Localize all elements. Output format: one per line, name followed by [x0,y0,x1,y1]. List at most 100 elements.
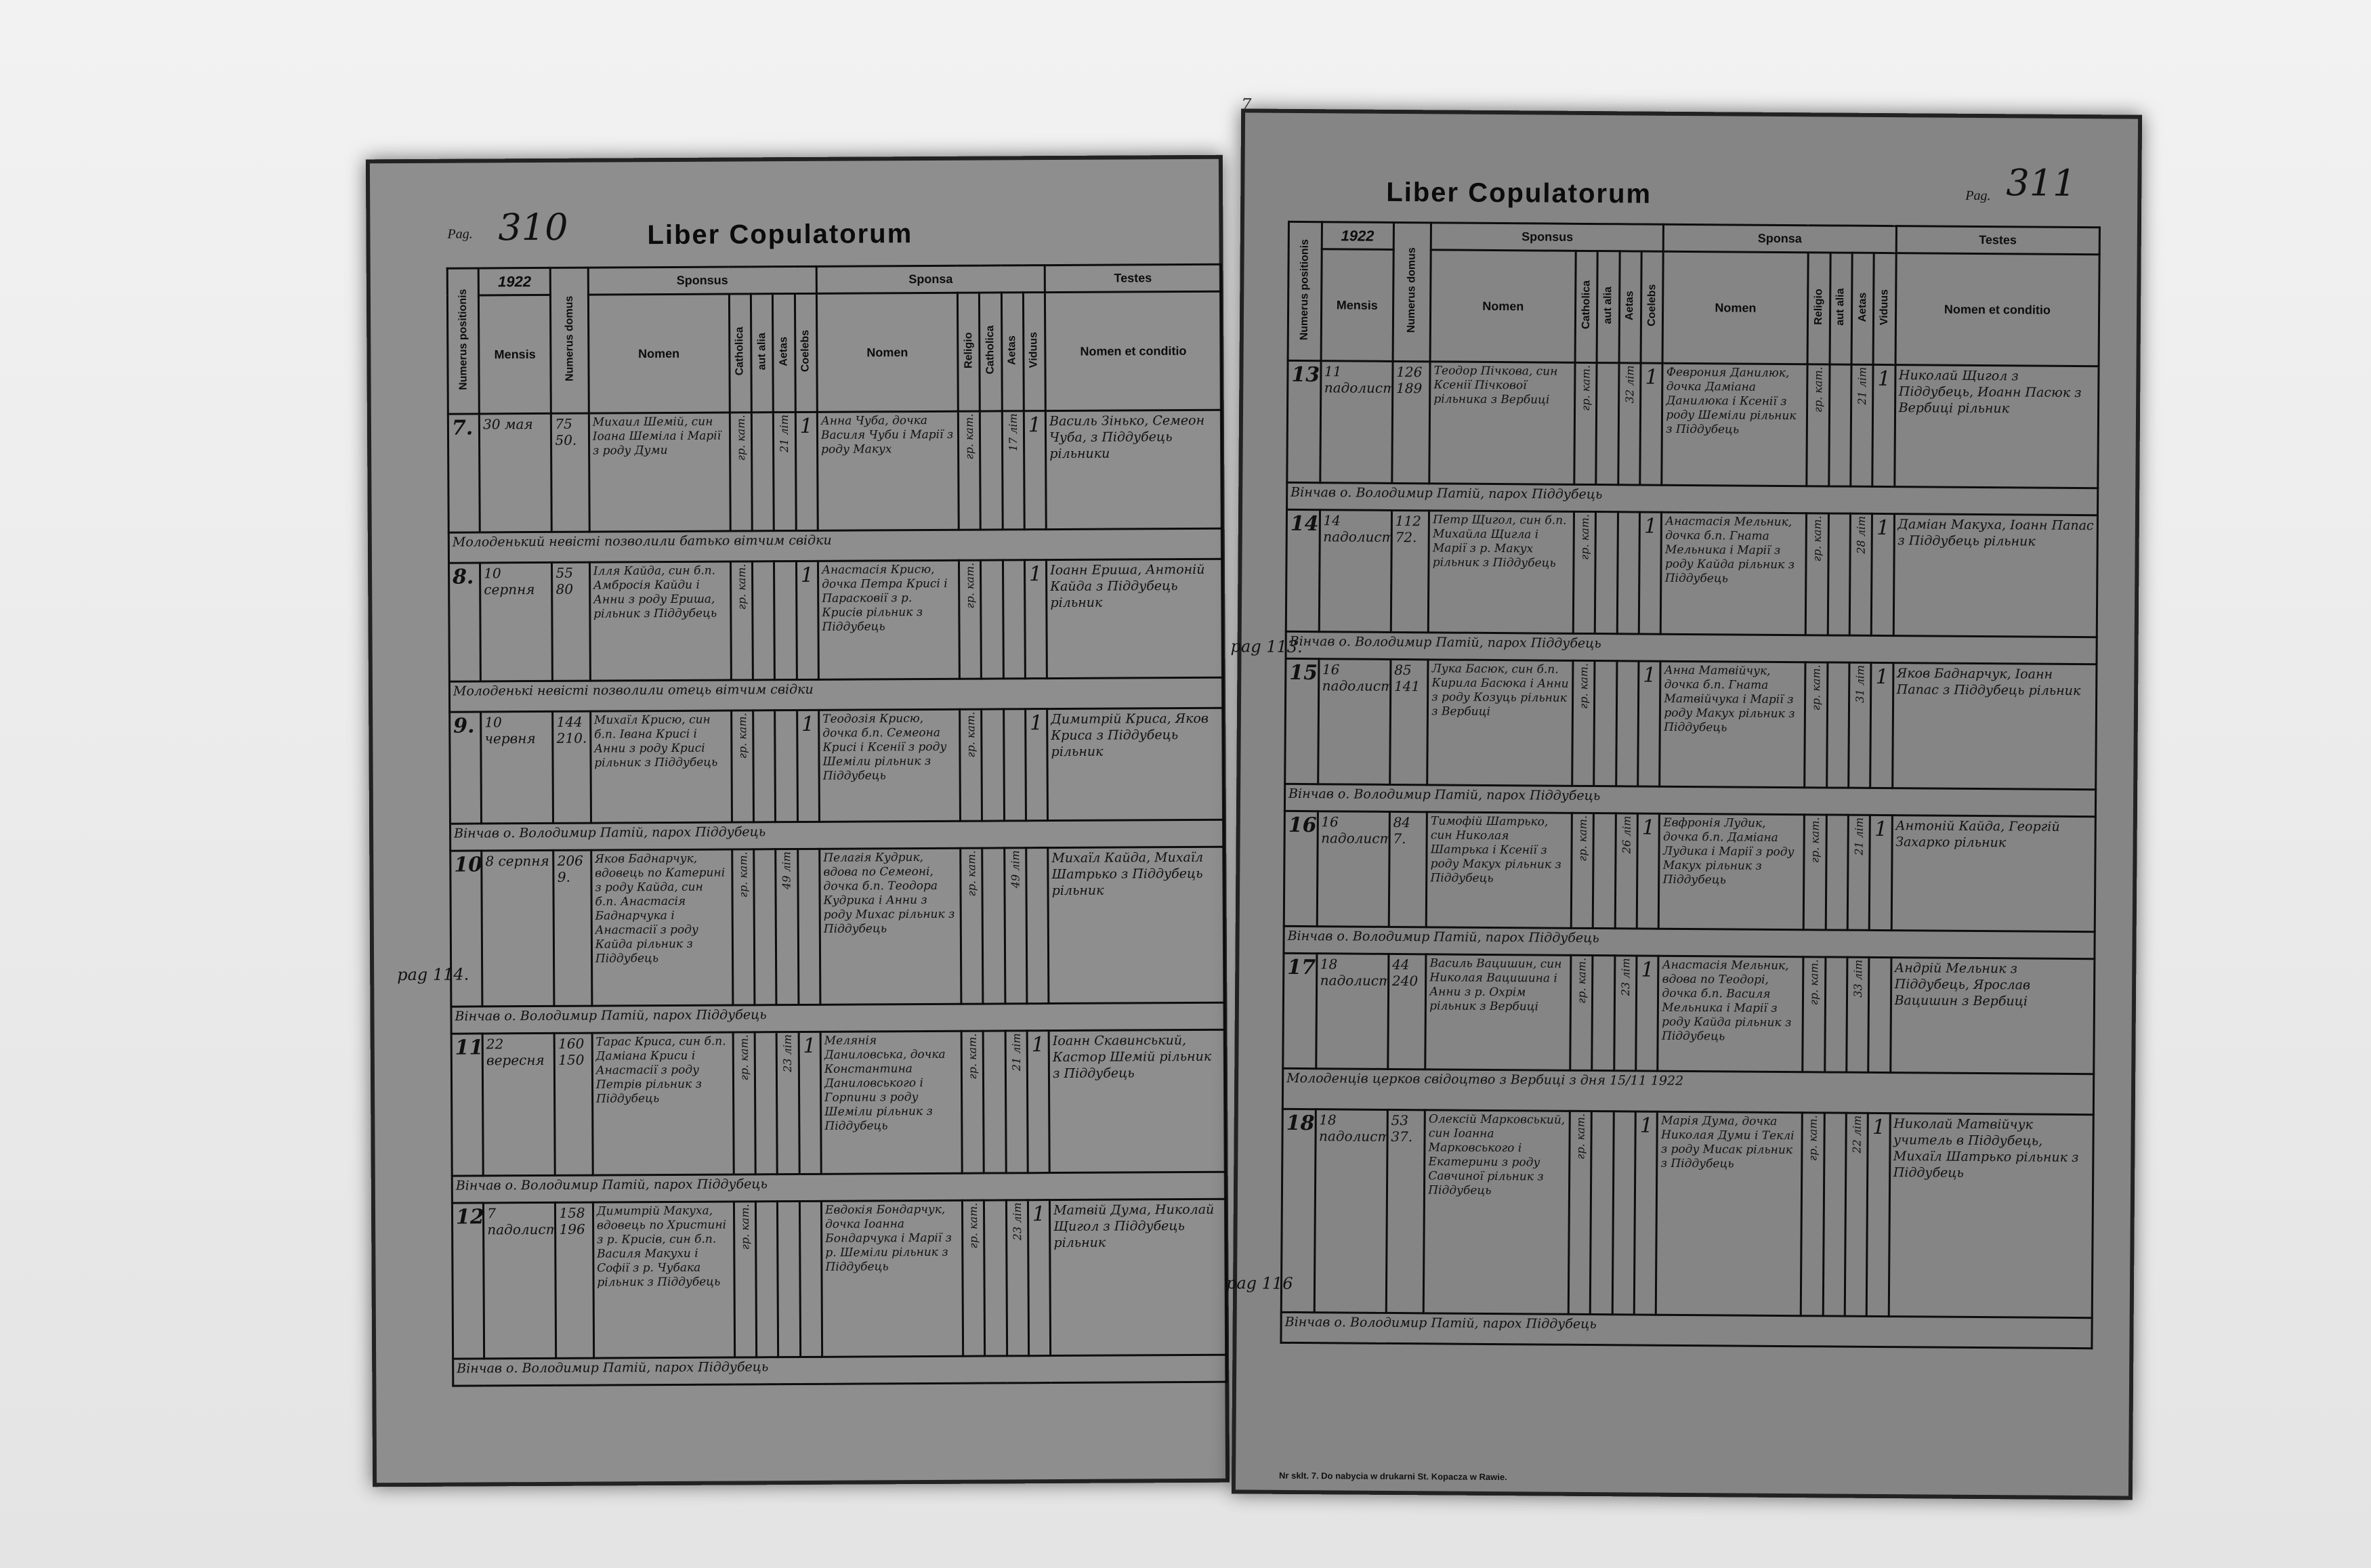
bride-name: Марія Дума, дочка Николая Думи і Теклі з… [1656,1111,1803,1316]
groom-age: 32 літ [1622,365,1637,404]
bride-religion: гр. кат. [1806,1115,1820,1162]
entry-note: Вінчав о. Володимир Патій, парох Піддубе… [453,1355,1227,1386]
witnesses: Даміан Макуха, Іоанн Папас з Піддубець р… [1893,513,2098,637]
bride-coelebs: 1 [1025,708,1048,821]
groom-coelebs: 1 [1639,512,1662,635]
entry-house: 144 210. [553,711,591,824]
header-religio: Religio [962,332,975,368]
entry-date: 7 падолиста [483,1202,557,1359]
header-numerus-positionis: Numerus positionis [1298,238,1311,341]
entry-note: Молоденький невісті позволили батько віт… [448,528,1223,564]
entry-number: 7. [448,413,480,533]
entry-number: 15. [1284,658,1319,784]
bride-name: Мелянія Даниловська, дочка Константина Д… [820,1031,963,1174]
table-row: 15. 16 падолиста 85 141 Лука Басюк, син … [1284,658,2097,790]
groom-name: Михаил Шемій, син Іоана Шеміла і Марії з… [589,412,730,532]
header-aut-alia: aut alia [755,333,768,370]
groom-coelebs: 1 [1635,955,1659,1072]
groom-age: 23 літ [1618,958,1633,996]
left-pag-number: 310 [498,205,568,249]
groom-coelebs: 1 [1634,1111,1658,1315]
entry-note: Молоденькі невісті позволили отець вітчи… [449,677,1223,713]
header-sponsa-nomen: Nomen [1662,251,1809,364]
entry-house: 112 72. [1391,510,1429,633]
header-numerus-domus: Numerus domus [563,296,576,382]
right-pag-number: 311 [2006,161,2076,205]
witnesses: Михаїл Кайда, Михаїл Шатрько з Піддубець… [1047,847,1225,1004]
groom-name: Димитрій Макуха, вдовець по Христині з р… [593,1202,735,1359]
entry-date: 30 мая [479,413,552,532]
header-viduus: Viduus [1878,289,1891,326]
left-register-table: Numerus positionis 1922 Numerus domus Sp… [446,263,1228,1387]
bride-age: 31 літ [1853,664,1867,703]
bride-religion: гр. кат. [965,850,978,897]
bride-name: Анна Чуба, дочка Василя Чуби і Марії з р… [817,411,959,531]
bride-name: Анастасія Мельник, дочка б.п. Гната Мель… [1660,512,1807,635]
bride-coelebs: 1 [1869,815,1892,931]
entry-note: Молоденців церков свідоцтво з Вербиці з … [1282,1068,2094,1115]
groom-name: Теодор Пічкова, син Ксенії Пічкової ріль… [1429,361,1576,485]
witnesses: Іоанн Ериша, Антоній Кайда з Піддубець р… [1046,559,1223,679]
entry-note: Вінчав о. Володимир Патій, парох Піддубе… [452,1172,1226,1204]
table-row: 11 22 вересня 160 150 Тарас Криса, син б… [451,1030,1226,1177]
header-nomen-et-conditio: Nomen et conditio [1045,291,1222,411]
left-pag-label: Pag. [447,226,473,242]
header-aut-alia: aut alia [1601,287,1614,324]
groom-coelebs: 1 [1639,363,1663,486]
bride-age: 21 літ [1855,366,1869,405]
bride-name: Евдокія Бондарчук, дочка Іоанна Бондарчу… [821,1200,963,1357]
right-pag-label: Pag. [1965,188,1991,204]
entry-date: 10 серпня [480,562,553,681]
left-register-page: Pag. 310 Liber Copulatorum Numerus posit… [365,154,1230,1487]
bride-religion: гр. кат. [962,413,976,460]
header-aetas-b: Aetas [1006,335,1018,365]
header-numerus-positionis: Numerus positionis [457,289,469,390]
groom-religion: гр. кат. [734,564,749,610]
header-religio: Religio [1812,289,1825,325]
bride-religion: гр. кат. [966,1202,980,1249]
groom-religion: гр. кат. [735,713,749,759]
witnesses: Яков Баднарчук, Іоанн Папас з Піддубець … [1892,662,2097,790]
bride-name: Анастасія Крисю, дочка Петра Крисі і Пар… [818,560,960,680]
header-catholica: Catholica [1580,280,1593,330]
groom-age: 23 літ [781,1034,795,1073]
entry-number: 14. [1286,509,1320,632]
bride-coelebs: 1 [1870,662,1893,788]
entry-date: 22 вересня [482,1033,555,1176]
entry-house: 84 7. [1389,811,1427,927]
header-sponsa: Sponsa [1663,224,1896,253]
bride-religion: гр. кат. [1808,817,1822,864]
header-sponsa-nomen: Nomen [816,293,959,412]
table-row: 14. 14 падолиста 112 72. Петр Щигол, син… [1286,509,2098,637]
entry-number: 13. [1286,360,1321,483]
entry-house: 75 50. [551,413,590,532]
groom-name: Ілля Кайда, син б.п. Амбросія Кайди і Ан… [589,561,732,681]
witnesses: Антоній Кайда, Георгій Захарко рільник [1891,815,2096,932]
bride-name: Анастасія Мельник, вдова по Теодорі, доч… [1658,956,1804,1072]
bride-age: 28 літ [1854,515,1868,554]
header-sponsus-nomen: Nomen [588,294,730,414]
entry-house: 85 141 [1389,659,1429,785]
groom-name: Лука Басюк, син б.п. Кирила Басюка і Анн… [1427,659,1573,786]
groom-coelebs: 1 [798,1032,822,1174]
entry-note: Вінчав о. Володимир Патій, парох Піддубе… [450,820,1224,851]
witnesses: Матвій Дума, Николай Щигол з Піддубець р… [1049,1199,1227,1356]
groom-age: 49 літ [780,851,793,890]
groom-name: Василь Вацишин, син Николая Вацишина і А… [1425,954,1571,1071]
table-row: 7. 30 мая 75 50. Михаил Шемій, син Іоана… [448,410,1223,533]
bride-coelebs: 1 [1028,1200,1051,1356]
entry-date: 16 падолиста [1318,658,1391,785]
bride-coelebs: 1 [1871,513,1895,636]
header-sponsus: Sponsus [588,266,817,295]
bride-coelebs: 1 [1024,559,1047,679]
header-numerus-domus: Numerus domus [1405,247,1418,333]
bride-age: 21 літ [1009,1033,1023,1072]
groom-coelebs: 1 [1637,813,1660,929]
printer-imprint: Nr sklt. 7. Do nabycia w drukarni St. Ko… [1279,1470,1507,1483]
entry-date: 18 падолиста [1314,1109,1388,1313]
entry-house: 44 240 [1387,954,1427,1069]
entry-date: 16 падолиста [1316,811,1390,927]
entry-house: 160 150 [554,1033,593,1176]
right-register-table: Numerus positionis 1922 Numerus domus Sp… [1280,221,2101,1349]
witnesses: Іоанн Скавинський, Кастор Шемій рільник … [1049,1030,1226,1173]
